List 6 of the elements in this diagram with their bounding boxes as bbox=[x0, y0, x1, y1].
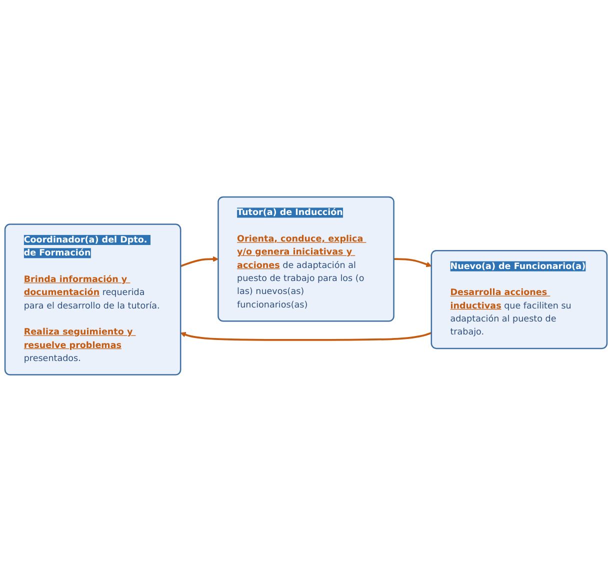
node-box bbox=[218, 196, 394, 322]
node-box bbox=[430, 250, 608, 349]
arrow bbox=[394, 258, 432, 267]
arrow bbox=[180, 332, 432, 341]
arrow bbox=[180, 256, 218, 267]
node-box bbox=[4, 223, 182, 375]
